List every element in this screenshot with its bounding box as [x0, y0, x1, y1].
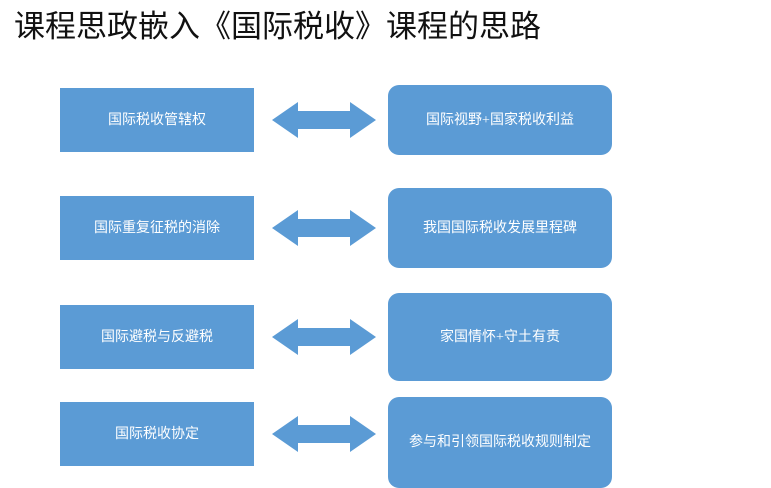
page-title: 课程思政嵌入《国际税收》课程的思路 [14, 9, 541, 44]
concept-box-left[interactable]: 国际税收协定 [60, 402, 254, 466]
double-headed-arrow-icon [272, 416, 376, 452]
goal-box-right-label: 我国国际税收发展里程碑 [423, 220, 577, 236]
goal-box-right[interactable]: 参与和引领国际税收规则制定 [388, 397, 612, 488]
flow-row: 国际重复征税的消除 我国国际税收发展里程碑 [0, 188, 771, 268]
double-headed-arrow-icon [272, 210, 376, 246]
concept-box-left-label: 国际避税与反避税 [101, 329, 213, 345]
double-headed-arrow-icon [272, 102, 376, 138]
concept-box-left-label: 国际重复征税的消除 [94, 220, 220, 236]
concept-box-left[interactable]: 国际避税与反避税 [60, 305, 254, 369]
double-headed-arrow-icon [272, 319, 376, 355]
flow-row: 国际税收协定 参与和引领国际税收规则制定 [0, 397, 771, 488]
concept-box-left[interactable]: 国际税收管辖权 [60, 88, 254, 152]
concept-box-left[interactable]: 国际重复征税的消除 [60, 196, 254, 260]
goal-box-right[interactable]: 国际视野+国家税收利益 [388, 85, 612, 155]
goal-box-right[interactable]: 家国情怀+守土有责 [388, 293, 612, 381]
goal-box-right-label: 家国情怀+守土有责 [440, 329, 560, 345]
goal-box-right-label: 参与和引领国际税收规则制定 [409, 435, 591, 450]
flow-row: 国际避税与反避税 家国情怀+守土有责 [0, 293, 771, 381]
goal-box-right[interactable]: 我国国际税收发展里程碑 [388, 188, 612, 268]
concept-box-left-label: 国际税收管辖权 [108, 112, 206, 128]
concept-box-left-label: 国际税收协定 [115, 426, 199, 442]
flow-row: 国际税收管辖权 国际视野+国家税收利益 [0, 85, 771, 155]
goal-box-right-label: 国际视野+国家税收利益 [426, 112, 574, 128]
